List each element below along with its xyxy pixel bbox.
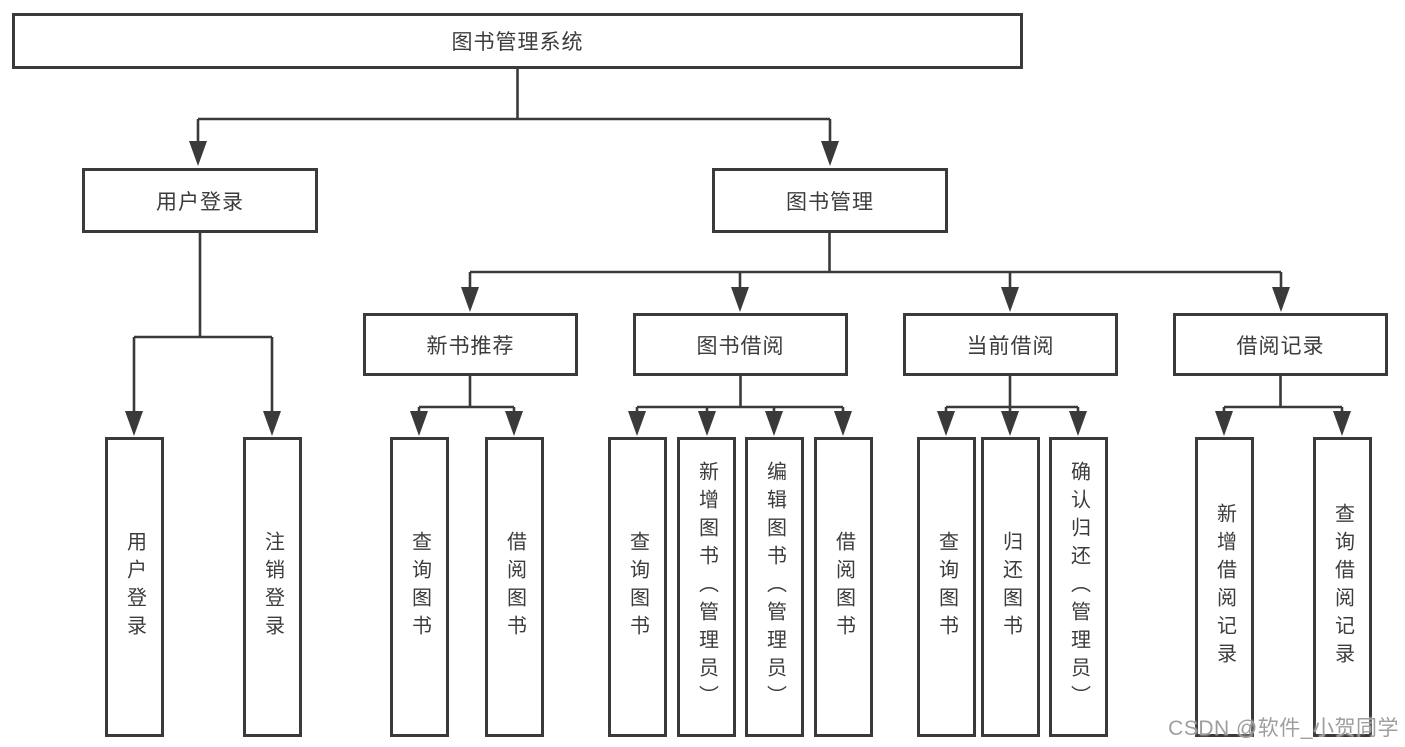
connector-new-book-branch xyxy=(410,376,523,436)
node-label: 图书借阅 xyxy=(696,334,785,358)
connector-borrow-records-branch xyxy=(1215,376,1351,436)
leaf-query-books-borrow: 查询图书 xyxy=(608,437,667,737)
node-label: 注销登录 xyxy=(261,531,284,643)
node-borrow-records: 借阅记录 xyxy=(1173,313,1388,376)
node-label: 新增借阅记录 xyxy=(1213,503,1236,671)
leaf-logout: 注销登录 xyxy=(243,437,302,737)
node-book-management: 图书管理 xyxy=(712,168,948,233)
node-label: 查询借阅记录 xyxy=(1331,503,1354,671)
leaf-user-login: 用户登录 xyxy=(105,437,164,737)
connector-current-borrow-branch xyxy=(937,376,1087,436)
node-label: 归还图书 xyxy=(999,531,1022,643)
node-label: 确认归还（管理员） xyxy=(1067,461,1090,713)
leaf-confirm-return-admin: 确认归还（管理员） xyxy=(1049,437,1108,737)
connector-user-login-branch xyxy=(125,233,281,436)
node-label: 用户登录 xyxy=(156,190,244,214)
leaf-borrow-books: 借阅图书 xyxy=(814,437,873,737)
leaf-return-book: 归还图书 xyxy=(981,437,1040,737)
leaf-query-books-recommend: 查询图书 xyxy=(390,437,449,737)
node-label: 当前借阅 xyxy=(966,334,1055,358)
node-label: 借阅图书 xyxy=(503,531,526,643)
node-root-system: 图书管理系统 xyxy=(12,13,1023,69)
node-label: 用户登录 xyxy=(123,531,146,643)
leaf-add-borrow-record: 新增借阅记录 xyxy=(1195,437,1254,737)
leaf-query-books-current: 查询图书 xyxy=(917,437,976,737)
leaf-add-book-admin: 新增图书（管理员） xyxy=(677,437,736,737)
node-label: 新增图书（管理员） xyxy=(695,461,718,713)
node-label: 查询图书 xyxy=(408,531,431,643)
connector-book-borrow-branch xyxy=(628,376,852,436)
node-label: 借阅记录 xyxy=(1236,334,1325,358)
leaf-borrow-books-recommend: 借阅图书 xyxy=(485,437,544,737)
node-book-borrow: 图书借阅 xyxy=(633,313,848,376)
node-user-login-group: 用户登录 xyxy=(82,168,318,233)
node-label: 查询图书 xyxy=(935,531,958,643)
node-label: 查询图书 xyxy=(626,531,649,643)
node-label: 图书管理 xyxy=(786,190,874,214)
node-label: 借阅图书 xyxy=(832,531,855,643)
node-label: 编辑图书（管理员） xyxy=(763,461,786,713)
node-current-borrow: 当前借阅 xyxy=(903,313,1118,376)
leaf-query-borrow-record: 查询借阅记录 xyxy=(1313,437,1372,737)
node-new-book-recommend: 新书推荐 xyxy=(363,313,578,376)
node-label: 图书管理系统 xyxy=(451,31,584,54)
connector-root-to-level2 xyxy=(189,68,839,166)
connector-book-management-to-level3 xyxy=(461,233,1290,312)
node-label: 新书推荐 xyxy=(426,334,515,358)
csdn-watermark: CSDN @软件_小贺同学 xyxy=(1168,717,1399,740)
leaf-edit-book-admin: 编辑图书（管理员） xyxy=(745,437,804,737)
